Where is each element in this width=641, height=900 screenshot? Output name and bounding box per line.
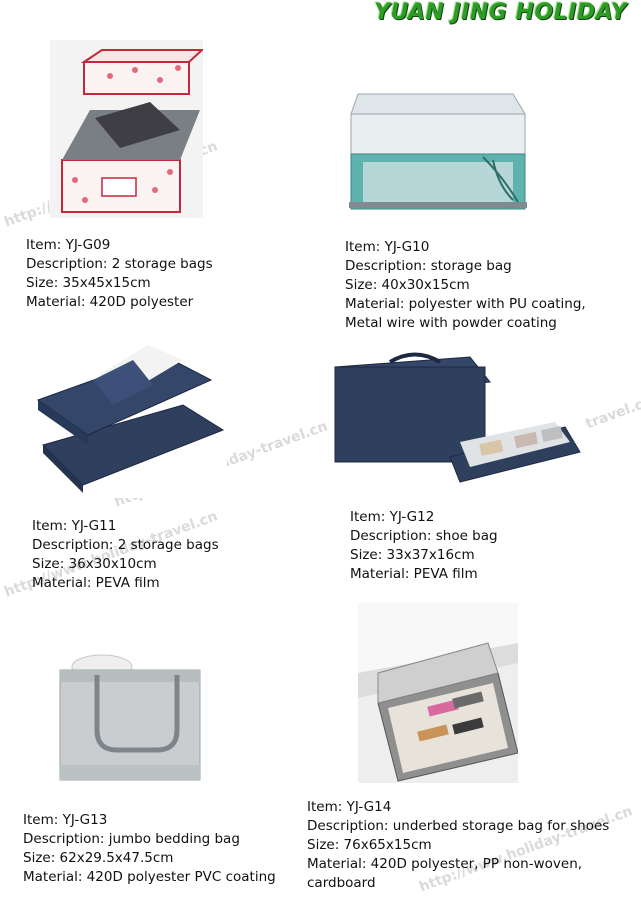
item-size: Size: 76x65x15cm [307,837,432,853]
item-material: Material: 420D polyester, PP non-woven, [307,856,583,872]
item-description: Description: jumbo bedding bag [23,831,240,847]
product-image-yj-g12 [330,342,585,492]
product-spec-yj-g10: Item: YJ-G10 Description: storage bag Si… [345,238,586,333]
product-image-yj-g14 [358,603,518,783]
item-description: Description: 2 storage bags [32,537,219,553]
item-material: Material: 420D polyester [26,294,194,310]
brand-title: YUAN JING HOLIDAY [374,0,627,25]
product-spec-yj-g12: Item: YJ-G12 Description: shoe bag Size:… [350,508,498,584]
product-image-yj-g09 [50,40,203,218]
product-spec-yj-g14: Item: YJ-G14 Description: underbed stora… [307,798,609,893]
item-code: Item: YJ-G10 [345,239,430,255]
item-material: Material: 420D polyester PVC coating [23,869,276,885]
product-spec-yj-g09: Item: YJ-G09 Description: 2 storage bags… [26,236,213,312]
product-image-yj-g10 [343,82,531,222]
item-code: Item: YJ-G13 [23,812,108,828]
item-code: Item: YJ-G11 [32,518,117,534]
item-description: Description: shoe bag [350,528,498,544]
product-image-yj-g13 [52,645,207,785]
item-size: Size: 62x29.5x47.5cm [23,850,174,866]
item-description: Description: 2 storage bags [26,256,213,272]
product-image-yj-g11 [33,335,227,498]
item-size: Size: 35x45x15cm [26,275,151,291]
item-description: Description: underbed storage bag for sh… [307,818,610,834]
item-description: Description: storage bag [345,258,512,274]
item-code: Item: YJ-G12 [350,509,435,525]
item-size: Size: 36x30x10cm [32,556,157,572]
item-material-cont: Metal wire with powder coating [345,315,557,331]
item-size: Size: 33x37x16cm [350,547,475,563]
item-material: Material: PEVA film [350,566,478,582]
item-size: Size: 40x30x15cm [345,277,470,293]
product-spec-yj-g11: Item: YJ-G11 Description: 2 storage bags… [32,517,219,593]
item-material-cont: cardboard [307,875,376,891]
item-code: Item: YJ-G14 [307,799,392,815]
product-spec-yj-g13: Item: YJ-G13 Description: jumbo bedding … [23,811,276,887]
item-material: Material: polyester with PU coating, [345,296,586,312]
item-material: Material: PEVA film [32,575,160,591]
item-code: Item: YJ-G09 [26,237,111,253]
